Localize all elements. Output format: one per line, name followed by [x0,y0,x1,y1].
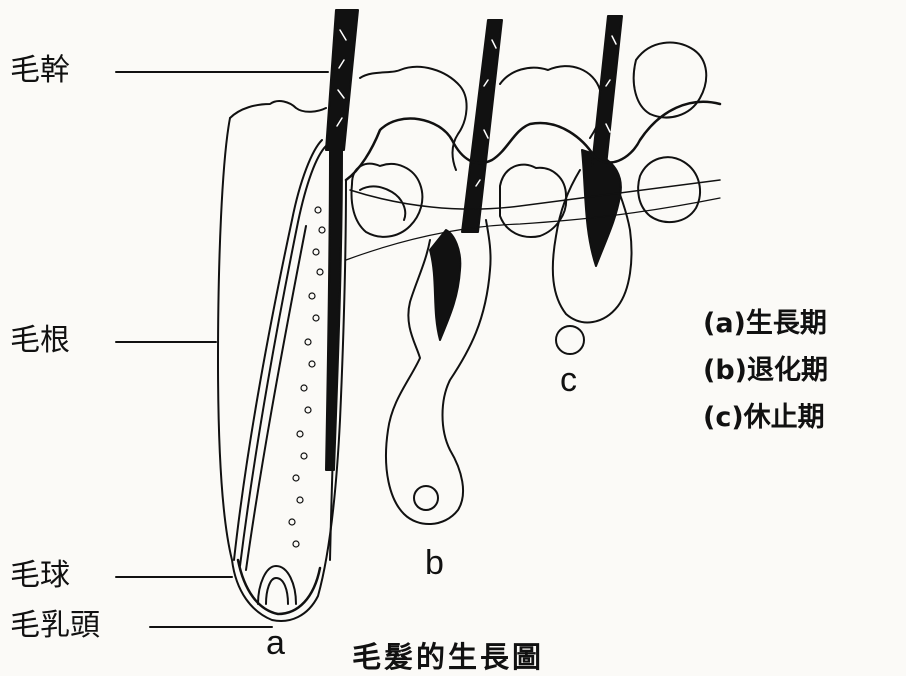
legend-item-telogen: (c)休止期 [703,394,828,441]
epidermis-line [346,102,720,180]
follicle-c-telogen [500,16,706,354]
stage-letter-c: c [560,362,577,398]
follicle-b-catagen [352,20,502,524]
follicle-a-anagen [218,10,358,621]
label-hair-root: 毛根 [10,323,70,359]
label-hair-shaft: 毛幹 [10,53,70,89]
stage-letter-a: a [266,625,285,661]
label-hair-bulb: 毛球 [10,558,70,594]
stage-letter-b: b [425,545,444,581]
legend-item-catagen: (b)退化期 [703,347,828,394]
legend-item-anagen: (a)生長期 [703,300,828,347]
stage-legend: (a)生長期 (b)退化期 (c)休止期 [703,300,828,441]
diagram-title: 毛髮的生長圖 [352,634,544,676]
label-dermal-papilla: 毛乳頭 [10,608,100,644]
